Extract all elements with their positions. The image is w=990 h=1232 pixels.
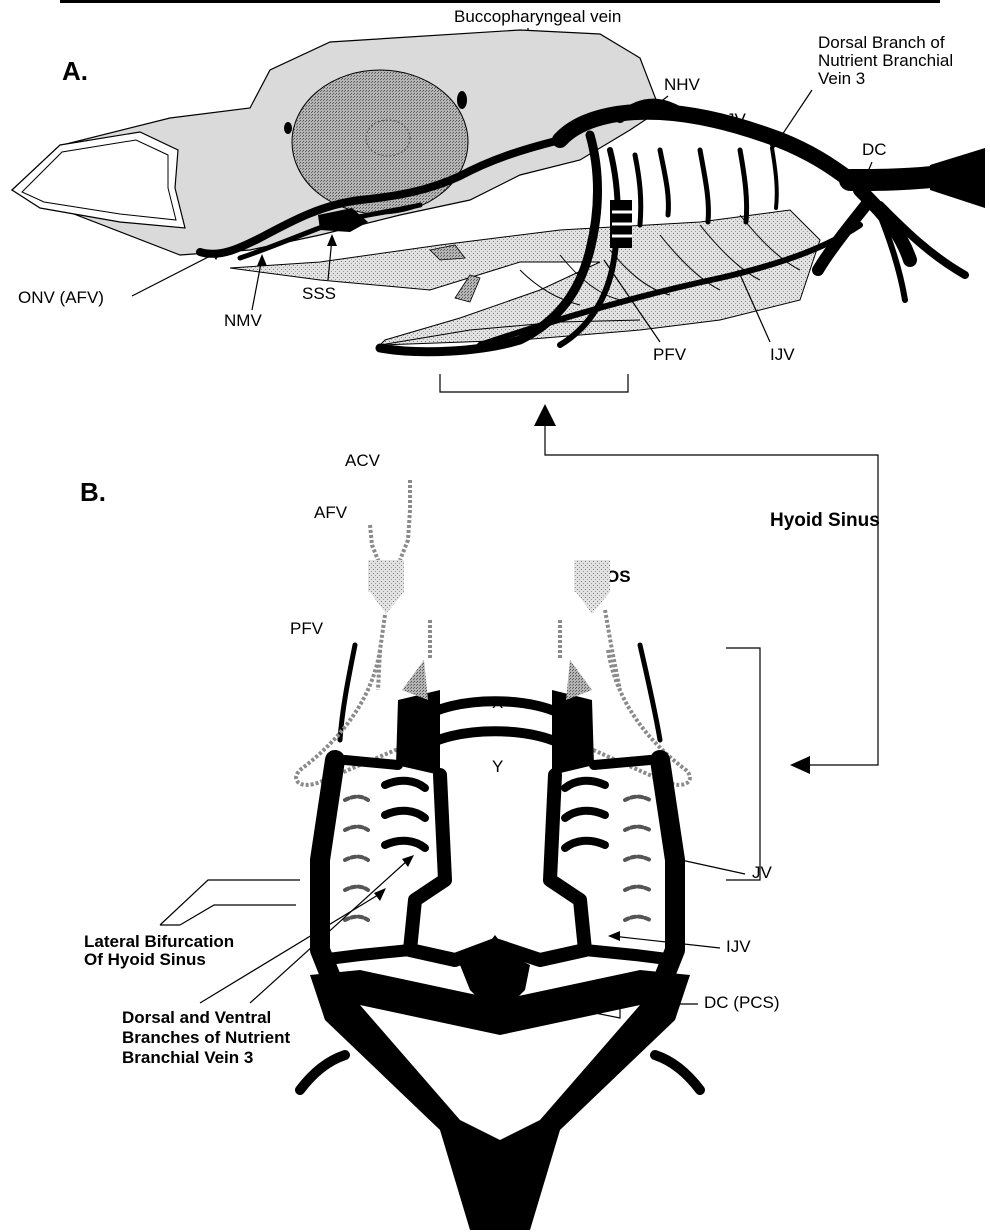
dorsal-ventral-label-3: Branchial Vein 3 xyxy=(122,1048,253,1067)
dc-pcs-label: DC (PCS) xyxy=(704,993,780,1012)
cropped-title-fragment xyxy=(60,0,940,3)
panel-a: A. xyxy=(12,30,985,392)
jaw-bracket xyxy=(440,374,628,392)
dorsal-ventral-label-2: Branches of Nutrient xyxy=(122,1028,290,1047)
panel-b: B. ACV AFV OS PFV X Y xyxy=(80,451,780,1230)
y-label: Y xyxy=(492,757,503,776)
jv-label-b: JV xyxy=(752,863,773,882)
panel-b-letter: B. xyxy=(80,477,106,507)
onv-label: ONV (AFV) xyxy=(18,288,104,307)
x-label: X xyxy=(492,693,503,712)
dorsal-ventral-label-1: Dorsal and Ventral xyxy=(122,1008,271,1027)
dorsal-branch-label-2: Nutrient Branchial xyxy=(818,51,953,70)
acv-label: ACV xyxy=(345,451,381,470)
nmv-label: NMV xyxy=(224,311,262,330)
dorsal-branch-label-3: Vein 3 xyxy=(818,69,865,88)
pfv-label-b: PFV xyxy=(290,619,324,638)
dorsal-branch-label-1: Dorsal Branch of xyxy=(818,33,945,52)
jv-label-a: JV xyxy=(726,110,747,129)
lateral-bifurcation-label-2: Of Hyoid Sinus xyxy=(84,950,206,969)
orbit xyxy=(292,70,468,214)
hyoid-sinus-label: Hyoid Sinus xyxy=(770,510,880,531)
sss-label: SSS xyxy=(302,284,336,303)
dc-label-a: DC xyxy=(862,140,887,159)
buccopharyngeal-vein-label: Buccopharyngeal vein xyxy=(454,7,621,26)
afv-label: AFV xyxy=(314,503,348,522)
ijv-label-b: IJV xyxy=(726,937,751,956)
hyoid-bracket xyxy=(726,648,760,880)
pfv-label-a: PFV xyxy=(653,345,687,364)
lateral-bifurcation-label-1: Lateral Bifurcation xyxy=(84,932,234,951)
panel-a-letter: A. xyxy=(62,56,88,86)
nhv-label: NHV xyxy=(664,75,701,94)
jv-branches-b xyxy=(385,781,605,848)
ijv-label-a: IJV xyxy=(770,345,795,364)
